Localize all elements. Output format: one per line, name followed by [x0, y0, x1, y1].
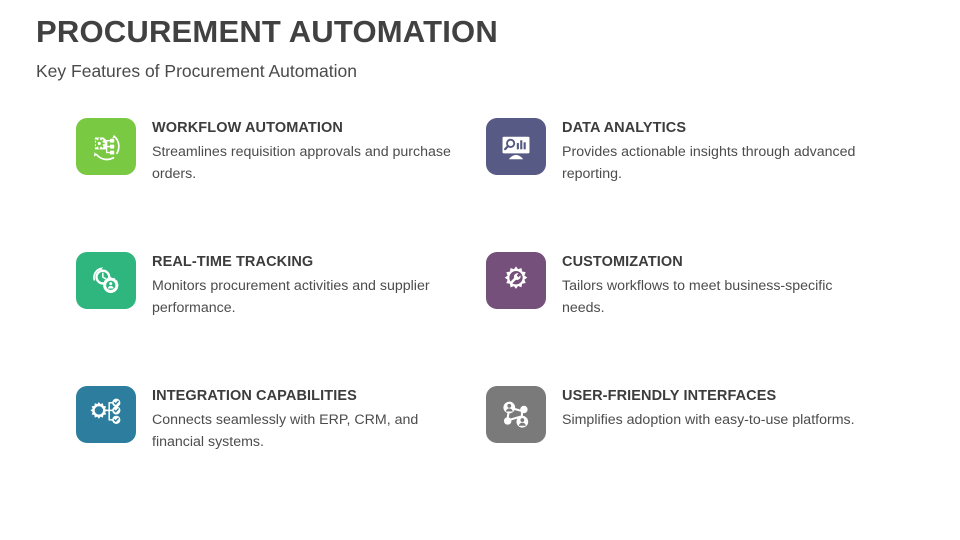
integration-capabilities-icon-tile — [76, 386, 136, 443]
feature-heading: WORKFLOW AUTOMATION — [152, 120, 343, 136]
real-time-tracking-icon-tile — [76, 252, 136, 309]
feature-item-customization[interactable]: CUSTOMIZATION Tailors workflows to meet … — [486, 252, 896, 386]
feature-text-block: CUSTOMIZATION Tailors workflows to meet … — [562, 252, 896, 319]
feature-grid: WORKFLOW AUTOMATION Streamlines requisit… — [76, 118, 896, 520]
feature-heading: CUSTOMIZATION — [562, 254, 683, 270]
feature-description: Simplifies adoption with easy-to-use pla… — [562, 412, 855, 429]
feature-heading: INTEGRATION CAPABILITIES — [152, 388, 357, 404]
feature-text-block: DATA ANALYTICS Provides actionable insig… — [562, 118, 896, 185]
workflow-automation-icon-tile — [76, 118, 136, 175]
real-time-tracking-icon — [87, 262, 125, 300]
feature-description: Connects seamlessly with ERP, CRM, and f… — [152, 412, 419, 450]
feature-text-block: REAL-TIME TRACKING Monitors procurement … — [152, 252, 486, 319]
feature-heading: DATA ANALYTICS — [562, 120, 687, 136]
customization-icon-tile — [486, 252, 546, 309]
feature-description: Streamlines requisition approvals and pu… — [152, 144, 451, 182]
feature-description: Provides actionable insights through adv… — [562, 144, 856, 182]
feature-text-block: USER-FRIENDLY INTERFACES Simplifies adop… — [562, 386, 896, 432]
feature-heading: REAL-TIME TRACKING — [152, 254, 314, 270]
data-analytics-icon — [497, 128, 535, 166]
feature-item-user-friendly-interfaces[interactable]: USER-FRIENDLY INTERFACES Simplifies adop… — [486, 386, 896, 520]
feature-item-workflow-automation[interactable]: WORKFLOW AUTOMATION Streamlines requisit… — [76, 118, 486, 252]
user-friendly-interfaces-icon — [497, 396, 535, 434]
integration-capabilities-icon — [87, 396, 125, 434]
data-analytics-icon-tile — [486, 118, 546, 175]
feature-item-real-time-tracking[interactable]: REAL-TIME TRACKING Monitors procurement … — [76, 252, 486, 386]
feature-heading: USER-FRIENDLY INTERFACES — [562, 388, 777, 404]
page-title: PROCUREMENT AUTOMATION — [36, 14, 498, 49]
feature-item-data-analytics[interactable]: DATA ANALYTICS Provides actionable insig… — [486, 118, 896, 252]
feature-description: Monitors procurement activities and supp… — [152, 278, 430, 316]
feature-item-integration-capabilities[interactable]: INTEGRATION CAPABILITIES Connects seamle… — [76, 386, 486, 520]
page-subtitle: Key Features of Procurement Automation — [36, 60, 357, 81]
feature-text-block: WORKFLOW AUTOMATION Streamlines requisit… — [152, 118, 486, 185]
slide-header: PROCUREMENT AUTOMATION Key Features of P… — [36, 14, 916, 82]
user-friendly-interfaces-icon-tile — [486, 386, 546, 443]
feature-description: Tailors workflows to meet business-speci… — [562, 278, 833, 316]
workflow-automation-icon — [87, 128, 125, 166]
customization-icon — [497, 262, 535, 300]
feature-text-block: INTEGRATION CAPABILITIES Connects seamle… — [152, 386, 486, 453]
